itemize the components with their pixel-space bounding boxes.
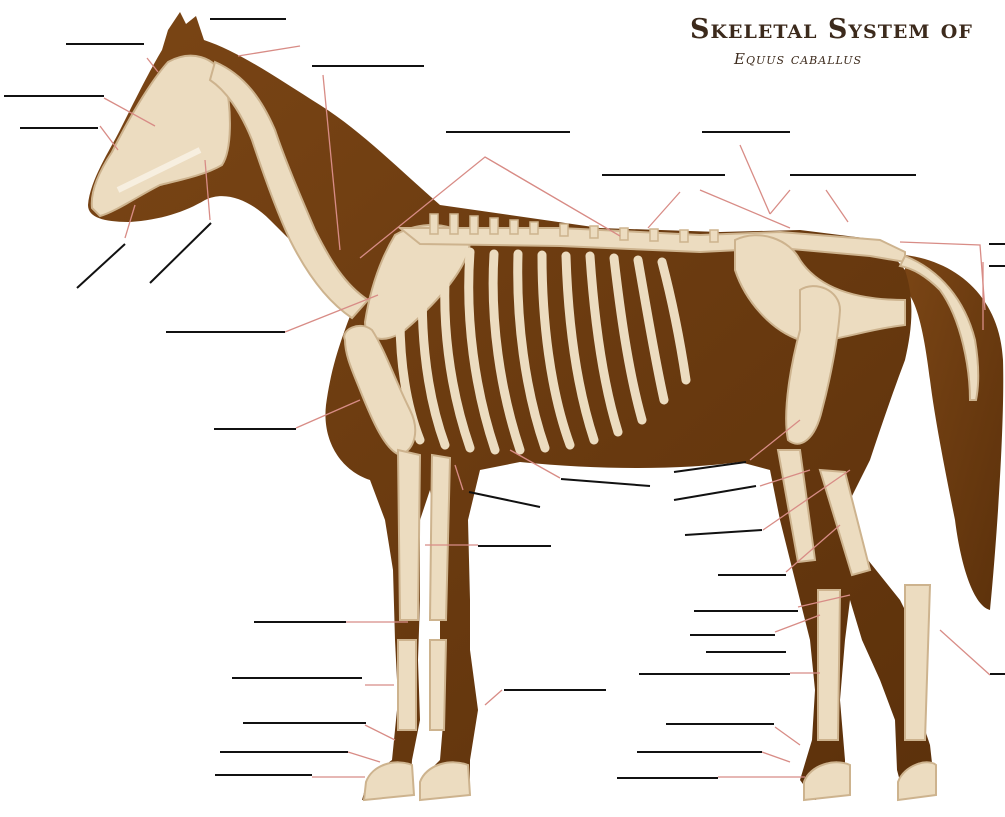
radius-front <box>398 450 420 620</box>
label-blank <box>561 479 650 486</box>
label-blank <box>674 486 756 500</box>
hoof-front-1 <box>364 762 414 800</box>
cannon-rear <box>818 590 840 740</box>
label-blank <box>77 244 125 288</box>
label-blank <box>685 530 762 535</box>
hoof-front-2 <box>420 762 470 800</box>
diagram-title: Skeletal System of <box>690 14 1000 45</box>
radius-rear-foreleg <box>430 455 450 620</box>
diagram-subtitle: Equus caballus <box>734 50 862 68</box>
cannon-rear-2 <box>905 585 930 740</box>
label-blank <box>469 492 540 507</box>
cannon-front <box>398 640 416 730</box>
label-blank <box>150 223 211 283</box>
cannon-front-2 <box>430 640 446 730</box>
title-block: Skeletal System of Equus caballus <box>690 14 1000 45</box>
